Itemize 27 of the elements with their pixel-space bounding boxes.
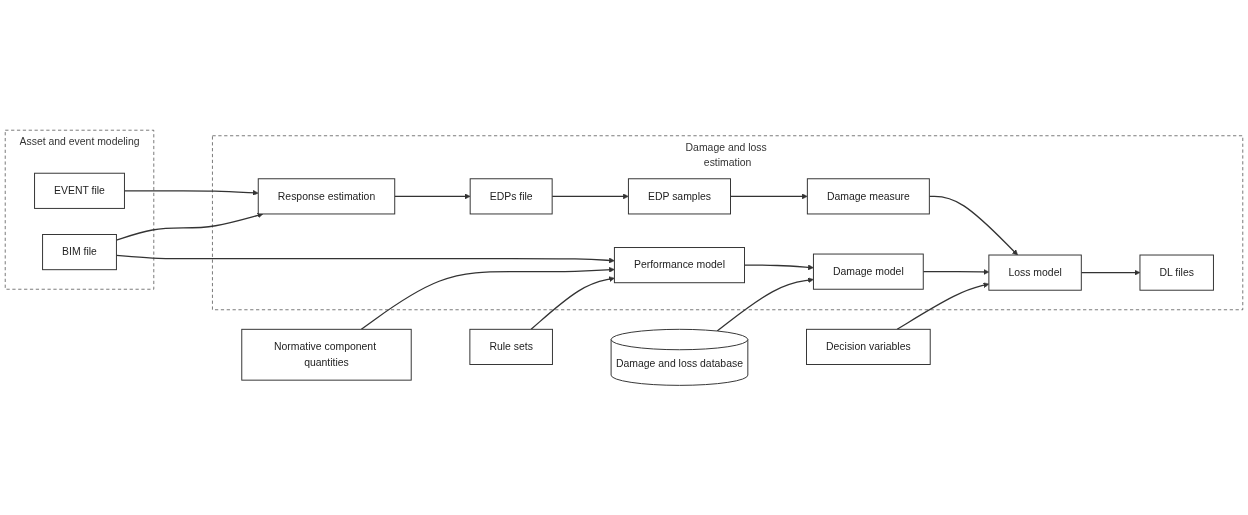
node-box: BIM file [42,233,117,270]
node-box: Performance model [613,246,745,283]
arrow [360,266,615,330]
node-box: Damage measure [806,178,930,215]
arrow [530,276,615,330]
node-box: Rule sets [469,328,553,365]
arrow [394,193,471,199]
arrow [123,189,259,196]
node-box: Loss model [988,254,1082,291]
arrow [729,193,808,199]
node-box: EDPs file [469,178,553,215]
node-box: EVENT file [34,172,125,209]
arrow [922,268,990,275]
node-box: EDP samples [627,178,731,215]
arrow [716,277,814,332]
node-box: Damage model [812,253,924,290]
arrow [896,282,990,330]
arrow [1080,269,1141,276]
node-box: Response estimation [257,178,396,215]
arrow [115,254,615,263]
arrow [551,193,629,199]
arrow [928,195,1018,255]
node-box: DL files [1139,254,1214,291]
arrow [743,264,814,270]
node-box: Normative component quantities [241,328,412,381]
arrow [115,212,264,241]
node-box: Decision variables [806,328,931,365]
